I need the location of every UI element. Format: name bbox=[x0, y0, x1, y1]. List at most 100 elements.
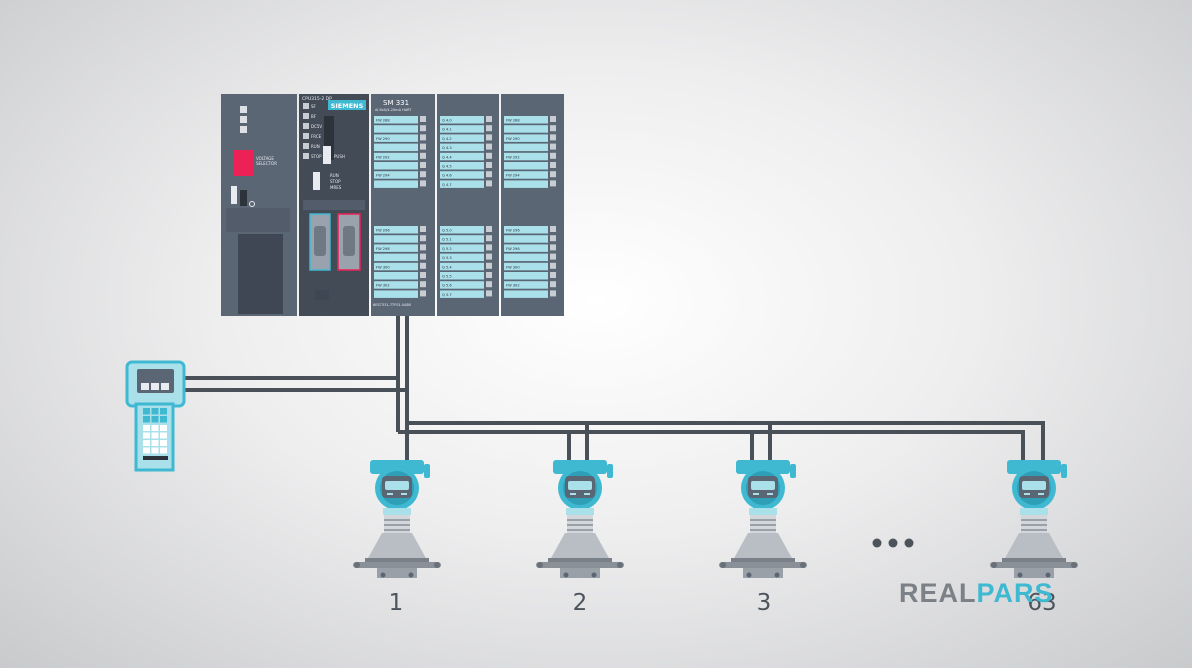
channel-label: FW 292 bbox=[506, 155, 520, 159]
channel-led bbox=[486, 290, 492, 297]
channel-led bbox=[486, 180, 492, 187]
keypad-key bbox=[143, 408, 150, 415]
channel-slot bbox=[374, 143, 418, 152]
channel-led bbox=[420, 143, 426, 150]
channel-led bbox=[420, 226, 426, 232]
channel-label: Q 4.2 bbox=[442, 137, 452, 141]
cpu-module: CPU315-2 DP SIEMENS SFBFDC5VFRCERUNSTOP … bbox=[299, 94, 369, 316]
channel-slot bbox=[440, 262, 484, 271]
channel-led bbox=[420, 125, 426, 132]
channel-slot bbox=[440, 290, 484, 298]
cpu-led bbox=[303, 143, 309, 149]
channel-led bbox=[550, 226, 556, 232]
channel-led bbox=[550, 171, 556, 178]
channel-label: FW 288 bbox=[376, 119, 390, 123]
channel-slot bbox=[440, 244, 484, 252]
cpu-led-label: BF bbox=[311, 114, 317, 119]
channel-label: FW 298 bbox=[376, 247, 390, 251]
channel-slot bbox=[374, 272, 418, 280]
svg-text:PUSH: PUSH bbox=[334, 154, 345, 159]
channel-led bbox=[550, 253, 556, 260]
channel-slot bbox=[504, 262, 548, 271]
channel-led bbox=[486, 143, 492, 150]
svg-text:SIEMENS: SIEMENS bbox=[331, 102, 364, 110]
svg-text:6ES7331-7TF01-0AB0: 6ES7331-7TF01-0AB0 bbox=[373, 303, 411, 307]
channel-label: FW 296 bbox=[506, 229, 520, 233]
channel-led bbox=[550, 281, 556, 288]
channel-led bbox=[486, 152, 492, 159]
channel-led bbox=[420, 116, 426, 122]
wiring bbox=[184, 316, 1045, 462]
channel-led bbox=[550, 152, 556, 159]
module-3-channels: Q 4.0Q 4.1Q 4.2Q 4.3Q 4.4Q 4.5Q 4.6Q 4.7… bbox=[440, 116, 492, 298]
device-label-3: 3 bbox=[756, 590, 772, 616]
svg-text:SM 331: SM 331 bbox=[383, 99, 409, 107]
logo-part-1: REAL bbox=[899, 578, 977, 608]
cpu-led-label: DC5V bbox=[311, 124, 322, 129]
channel-led bbox=[420, 272, 426, 278]
channel-label: Q 5.7 bbox=[442, 293, 452, 297]
channel-label: Q 4.4 bbox=[442, 155, 452, 159]
channel-label: FW 300 bbox=[376, 265, 390, 269]
channel-slot bbox=[440, 125, 484, 133]
channel-label: Q 5.0 bbox=[442, 229, 452, 233]
cpu-led-label: STOP bbox=[311, 154, 322, 159]
keypad-key bbox=[160, 408, 167, 415]
channel-slot bbox=[504, 171, 548, 179]
channel-led bbox=[550, 290, 556, 297]
channel-led bbox=[420, 253, 426, 260]
pressure-transmitter bbox=[536, 460, 624, 578]
channel-label: Q 4.7 bbox=[442, 183, 452, 187]
channel-led bbox=[420, 180, 426, 187]
channel-label: FW 298 bbox=[506, 247, 520, 251]
channel-led bbox=[420, 152, 426, 159]
keypad-key bbox=[160, 447, 167, 454]
channel-slot bbox=[440, 134, 484, 142]
channel-slot bbox=[504, 272, 548, 280]
field-transmitters bbox=[353, 460, 1078, 578]
keypad bbox=[143, 408, 168, 460]
channel-slot bbox=[374, 262, 418, 271]
keypad-bar bbox=[143, 456, 168, 460]
channel-led bbox=[550, 116, 556, 122]
channel-led bbox=[420, 134, 426, 141]
digital-output-module: Q 4.0Q 4.1Q 4.2Q 4.3Q 4.4Q 4.5Q 4.6Q 4.7… bbox=[437, 94, 499, 316]
ellipsis-icon bbox=[872, 538, 914, 548]
channel-slot bbox=[504, 290, 548, 298]
channel-slot bbox=[374, 116, 418, 124]
keypad-key bbox=[160, 432, 167, 439]
channel-led bbox=[420, 281, 426, 288]
device-label-1: 1 bbox=[388, 590, 404, 616]
pressure-transmitter bbox=[719, 460, 807, 578]
channel-label: Q 5.4 bbox=[442, 265, 452, 269]
keypad-key bbox=[151, 416, 159, 423]
channel-slot bbox=[440, 281, 484, 289]
channel-led bbox=[486, 253, 492, 260]
hart-communicator bbox=[125, 360, 186, 472]
channel-led bbox=[550, 244, 556, 251]
keypad-key bbox=[143, 425, 150, 431]
keypad-key bbox=[151, 432, 159, 439]
channel-label: FW 300 bbox=[506, 265, 520, 269]
channel-label: FW 294 bbox=[376, 174, 390, 178]
channel-slot bbox=[440, 116, 484, 124]
keypad-key bbox=[151, 440, 159, 446]
brand-plate bbox=[328, 100, 366, 110]
plc-rack: VOLTAGE SELECTOR CPU315-2 DP SIEMENS SFB… bbox=[221, 94, 564, 316]
channel-led bbox=[550, 262, 556, 269]
channel-slot bbox=[374, 226, 418, 234]
cpu-led bbox=[303, 113, 309, 119]
svg-text:CPU315-2 DP: CPU315-2 DP bbox=[302, 96, 332, 102]
keypad-key bbox=[160, 440, 167, 446]
channel-led bbox=[486, 116, 492, 122]
svg-text:AI 8x0/4-20mA HART: AI 8x0/4-20mA HART bbox=[375, 108, 412, 112]
keypad-key bbox=[143, 432, 150, 439]
keypad-key bbox=[160, 416, 167, 423]
channel-slot bbox=[504, 226, 548, 234]
cpu-led bbox=[303, 153, 309, 159]
cpu-led-label: RUN bbox=[311, 144, 320, 149]
channel-led bbox=[486, 134, 492, 141]
